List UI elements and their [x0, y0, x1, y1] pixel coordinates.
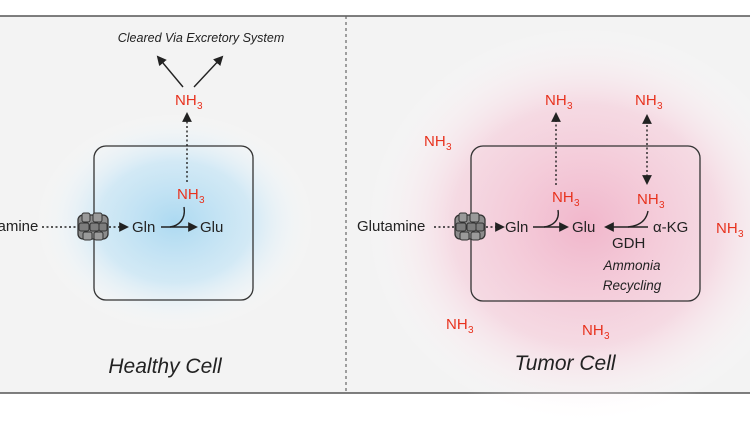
excretion-arrow-left — [156, 55, 184, 88]
tumor-recycling-line2: Recycling — [603, 278, 662, 293]
healthy-glow — [35, 112, 315, 332]
tumor-nh3-inside-left-sub: 3 — [574, 198, 580, 209]
excretion-note: Cleared Via Excretory System — [118, 31, 285, 45]
tumor-recycling-line1: Ammonia — [602, 258, 661, 273]
healthy-nh3-outside: NH — [175, 92, 197, 109]
tumor-glu-label: Glu — [572, 219, 595, 236]
tumor-nh3-bottom-left-sub: 3 — [468, 325, 474, 336]
excretion-arrow-right — [193, 55, 224, 88]
tumor-akg-label: α-KG — [653, 219, 688, 236]
healthy-nh3-inside: NH — [177, 186, 199, 203]
tumor-nh3-inside-left: NH — [552, 189, 574, 206]
healthy-glu-label: Glu — [200, 219, 223, 236]
tumor-deamination-curve — [543, 209, 559, 228]
healthy-cell-title: Healthy Cell — [108, 355, 223, 378]
tumor-nh3-inside-right-sub: 3 — [659, 200, 665, 211]
tumor-nh3-left-sub: 3 — [446, 142, 452, 153]
tumor-glow — [365, 25, 750, 425]
tumor-nh3-bottom-left: NH — [446, 316, 468, 333]
tumor-nh3-top-2: NH — [635, 92, 657, 109]
tumor-glutamine-label: Glutamine — [357, 218, 425, 235]
tumor-nh3-bottom-right-sub: 3 — [604, 331, 610, 342]
tumor-gln-label: Gln — [505, 219, 528, 236]
tumor-nh3-right: NH — [716, 220, 738, 237]
tumor-gdh-label: GDH — [612, 235, 645, 252]
healthy-glutamine-label: Glutamine — [0, 218, 38, 235]
healthy-transporter-icon — [77, 212, 109, 241]
tumor-nh3-bottom-right: NH — [582, 322, 604, 339]
tumor-transporter-icon — [454, 212, 486, 241]
tumor-nh3-right-sub: 3 — [738, 229, 744, 240]
tumor-nh3-left: NH — [424, 133, 446, 150]
healthy-gln-label: Gln — [132, 219, 155, 236]
tumor-nh3-top-2-sub: 3 — [657, 101, 663, 112]
tumor-nh3-inside-right: NH — [637, 191, 659, 208]
healthy-nh3-inside-sub: 3 — [199, 195, 205, 206]
tumor-nh3-top-1-sub: 3 — [567, 101, 573, 112]
healthy-deamination-curve — [169, 206, 185, 228]
tumor-nh3-top-1: NH — [545, 92, 567, 109]
tumor-cell-title: Tumor Cell — [514, 352, 616, 375]
tumor-recycling-curve — [627, 210, 649, 228]
healthy-nh3-outside-sub: 3 — [197, 101, 203, 112]
